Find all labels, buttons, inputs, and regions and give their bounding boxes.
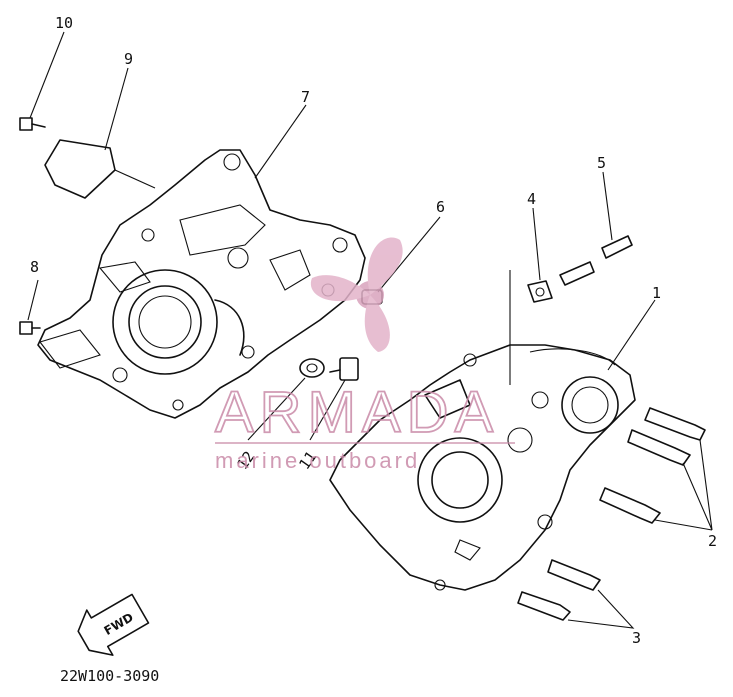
callout-7: 7 xyxy=(301,88,310,106)
dowel-pin-5 xyxy=(559,235,633,286)
bolts-3 xyxy=(517,559,601,621)
callout-3: 3 xyxy=(632,629,641,647)
callout-2: 2 xyxy=(708,532,717,550)
bolt-8 xyxy=(19,321,41,335)
cover-plate-9 xyxy=(44,139,156,199)
bolt-10 xyxy=(19,117,46,131)
callout-1: 1 xyxy=(652,284,661,302)
watermark: ARMADA marine outboard xyxy=(214,237,515,473)
fwd-arrow-icon: FWD xyxy=(77,593,150,656)
watermark-tagline: marine outboard xyxy=(215,448,420,473)
right-crankcase-half xyxy=(329,344,636,591)
callout-10: 10 xyxy=(55,14,73,32)
bolts-2 xyxy=(599,407,706,524)
callout-5: 5 xyxy=(597,154,606,172)
watermark-brand: ARMADA xyxy=(215,380,499,445)
part-code: 22W100-3090 xyxy=(60,667,159,685)
leader-lines xyxy=(27,31,713,629)
propeller-logo-icon xyxy=(310,237,403,352)
callout-4: 4 xyxy=(527,190,536,208)
fitting-4 xyxy=(527,280,553,303)
callout-9: 9 xyxy=(124,50,133,68)
washer-12 xyxy=(299,358,325,378)
callout-8: 8 xyxy=(30,258,39,276)
plug-11 xyxy=(329,357,359,381)
callout-6: 6 xyxy=(436,198,445,216)
